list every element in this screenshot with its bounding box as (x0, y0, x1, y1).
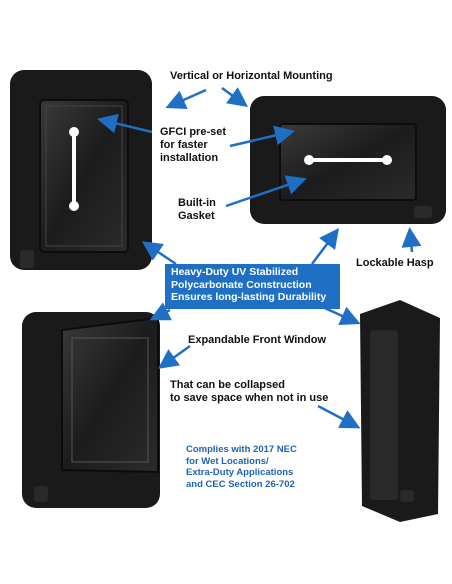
gasket-label: Built-in Gasket (178, 197, 216, 222)
collapse-label: That can be collapsed to save space when… (170, 379, 329, 404)
window-label: Expandable Front Window (188, 334, 327, 346)
hasp-label: Lockable Hasp (356, 257, 434, 269)
gfci-label: GFCI pre-set for faster installation (160, 126, 227, 164)
mounting-label: Vertical or Horizontal Mounting (170, 70, 333, 82)
compliance-note: Complies with 2017 NEC for Wet Locations… (186, 444, 297, 490)
cover-horizontal (250, 96, 446, 224)
cover-vertical (10, 70, 152, 270)
arrow-icon (97, 86, 422, 429)
cover-side (360, 300, 440, 522)
cover-expanded (22, 312, 160, 508)
construction-banner: Heavy-Duty UV Stabilized Polycarbonate C… (165, 264, 340, 309)
